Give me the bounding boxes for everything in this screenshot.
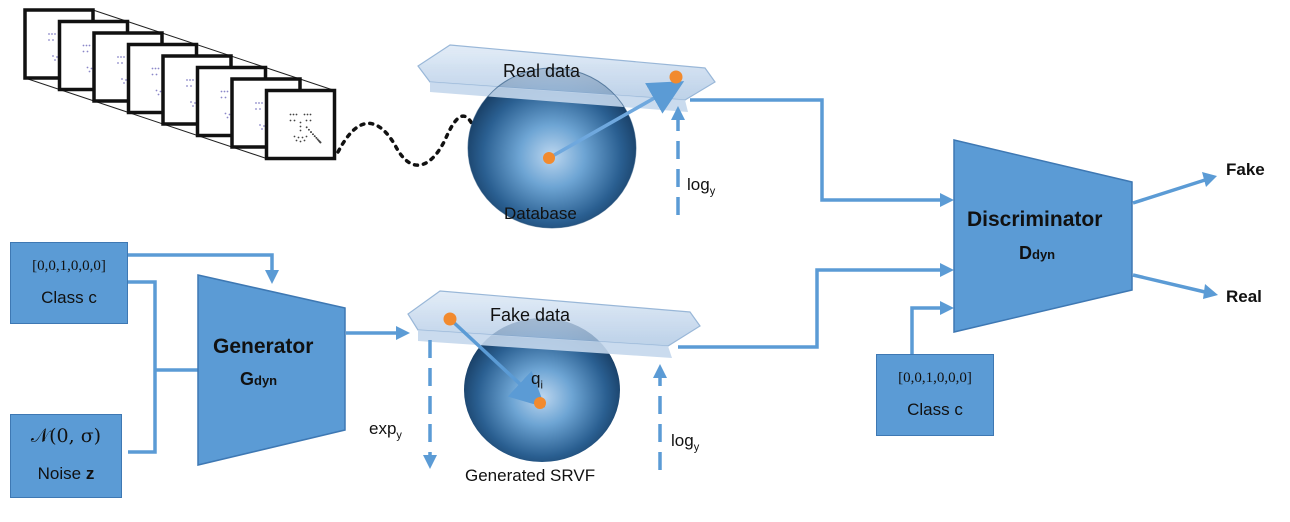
generator-letter: G xyxy=(240,369,255,389)
frame-stack xyxy=(23,8,337,161)
discriminator-symbol: Ddyn xyxy=(1019,244,1055,262)
output-fake: Fake xyxy=(1226,160,1265,179)
database-label: Database xyxy=(504,204,577,223)
qi-point xyxy=(534,397,546,409)
class-input-left: [0,0,1,0,0,0] Class c xyxy=(10,242,128,324)
dashed-arrows xyxy=(423,106,685,470)
noise-label: Noise xyxy=(37,464,82,483)
exp-sub: y xyxy=(396,429,402,442)
connectors xyxy=(128,98,1218,454)
generator-title: Generator xyxy=(213,335,314,358)
discriminator-title: Discriminator xyxy=(967,208,1103,231)
dotted-curve xyxy=(336,106,554,167)
fakedata-point xyxy=(443,312,457,326)
log-text-bottom: log xyxy=(671,431,694,450)
class-vector-left: [0,0,1,0,0,0] xyxy=(32,258,106,274)
noise-label-row: Noise z xyxy=(11,465,121,482)
exp-label: expy xyxy=(369,420,402,441)
exp-text: exp xyxy=(369,419,397,438)
class-vector-right: [0,0,1,0,0,0] xyxy=(898,370,972,386)
discriminator-block xyxy=(953,139,1133,333)
log-text-top: log xyxy=(687,175,710,194)
qi-label: qi xyxy=(531,370,543,391)
discriminator-subscript: dyn xyxy=(1032,247,1056,262)
generator-symbol: Gdyn xyxy=(240,370,277,388)
log-sub-top: y xyxy=(709,185,716,198)
fake-data-label: Fake data xyxy=(490,305,571,325)
qi-sub: i xyxy=(540,379,543,392)
real-data-label: Real data xyxy=(503,61,581,81)
generated-srvf-label: Generated SRVF xyxy=(465,466,596,485)
class-label-right: Class c xyxy=(907,400,963,419)
discriminator-letter: D xyxy=(1019,243,1032,263)
log-label-bottom: logy xyxy=(671,432,699,453)
generated-manifold xyxy=(407,290,701,462)
log-sub-bottom: y xyxy=(693,441,700,454)
database-manifold xyxy=(417,44,716,229)
realdata-point xyxy=(669,70,683,84)
class-label-left: Class c xyxy=(41,288,97,307)
generator-block xyxy=(197,274,346,466)
face-frame xyxy=(264,88,337,161)
output-real: Real xyxy=(1226,287,1262,306)
generator-subscript: dyn xyxy=(254,373,278,388)
log-label-top: logy xyxy=(687,176,715,197)
noise-var: z xyxy=(85,464,95,483)
qi-text: q xyxy=(531,369,541,388)
database-point xyxy=(543,152,555,164)
noise-distribution: 𝒩(0, σ) xyxy=(30,425,102,447)
noise-input: 𝒩(0, σ) Noise z xyxy=(10,414,122,498)
class-input-right: [0,0,1,0,0,0] Class c xyxy=(876,354,994,436)
